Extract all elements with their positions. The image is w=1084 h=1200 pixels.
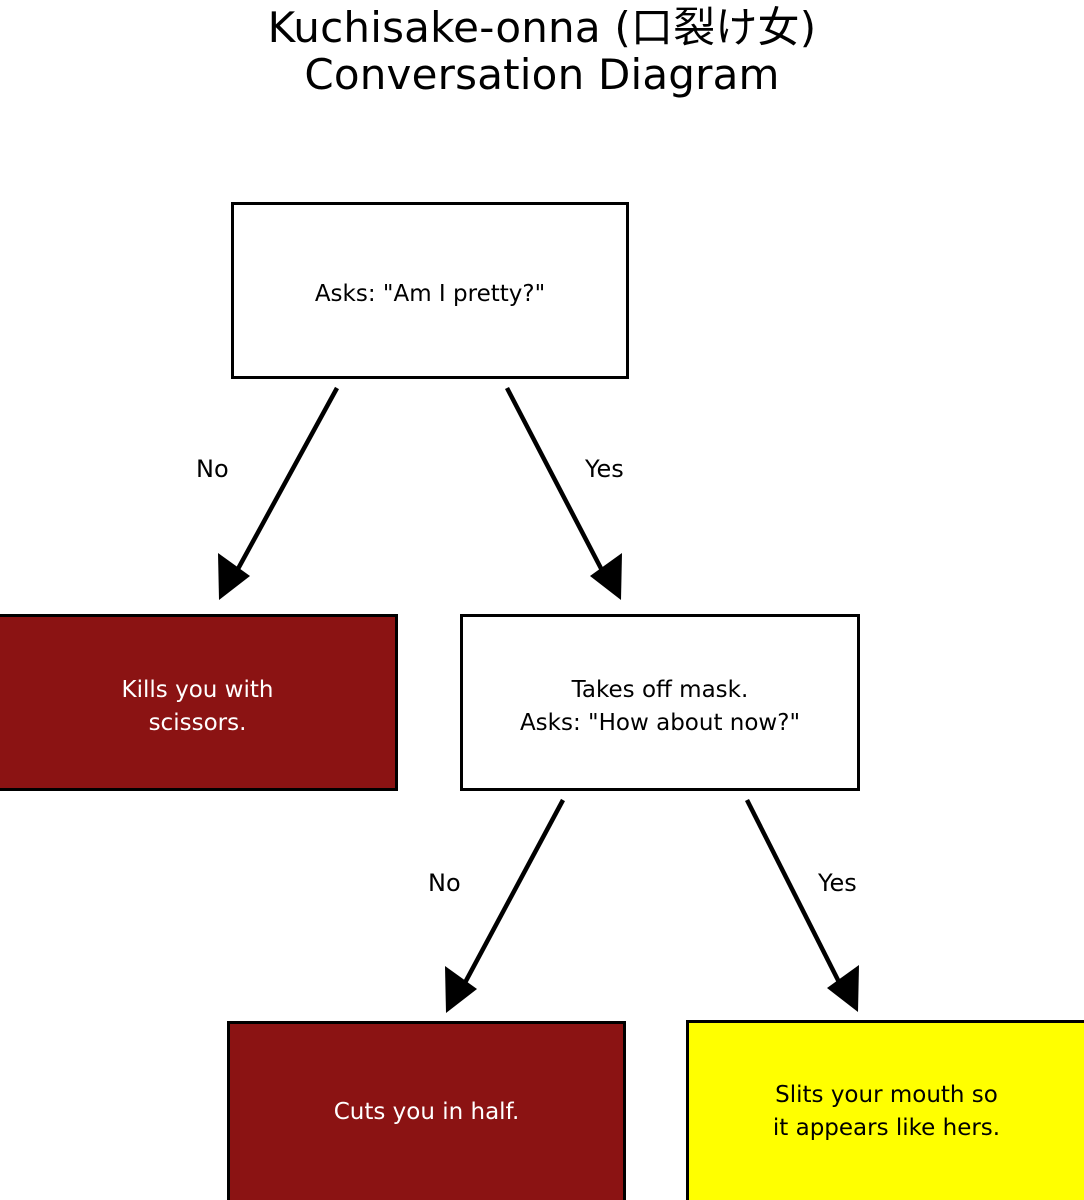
edge-label-mask-yes: Yes xyxy=(818,869,857,897)
node-slits-your-mouth[interactable]: Slits your mouth so it appears like hers… xyxy=(686,1020,1084,1200)
edge-label-root-yes: Yes xyxy=(585,455,624,483)
node-takes-off-mask[interactable]: Takes off mask. Asks: "How about now?" xyxy=(460,614,860,791)
edge-label-mask-no: No xyxy=(428,869,461,897)
node-kills-label: Kills you with scissors. xyxy=(121,676,274,736)
edge-label-root-no: No xyxy=(196,455,229,483)
node-kills-with-scissors[interactable]: Kills you with scissors. xyxy=(0,614,398,791)
node-asks-am-i-pretty[interactable]: Asks: "Am I pretty?" xyxy=(231,202,629,379)
edge-root-yes xyxy=(505,386,622,600)
title-line-primary: Kuchisake-onna (口裂け女) xyxy=(267,3,817,52)
node-cuts-label: Cuts you in half. xyxy=(333,1098,520,1125)
node-root-label: Asks: "Am I pretty?" xyxy=(314,281,546,308)
node-cuts-you-in-half[interactable]: Cuts you in half. xyxy=(227,1021,626,1200)
node-slits-label: Slits your mouth so it appears like hers… xyxy=(772,1081,1001,1141)
title-line-secondary: Conversation Diagram xyxy=(304,50,780,100)
node-mask-label: Takes off mask. Asks: "How about now?" xyxy=(519,676,801,736)
diagram-title: Kuchisake-onna (口裂け女) Conversation Diagr… xyxy=(0,4,1084,98)
edge-root-no xyxy=(218,386,339,600)
edge-mask-no xyxy=(445,798,565,1013)
edge-mask-yes xyxy=(744,798,859,1012)
